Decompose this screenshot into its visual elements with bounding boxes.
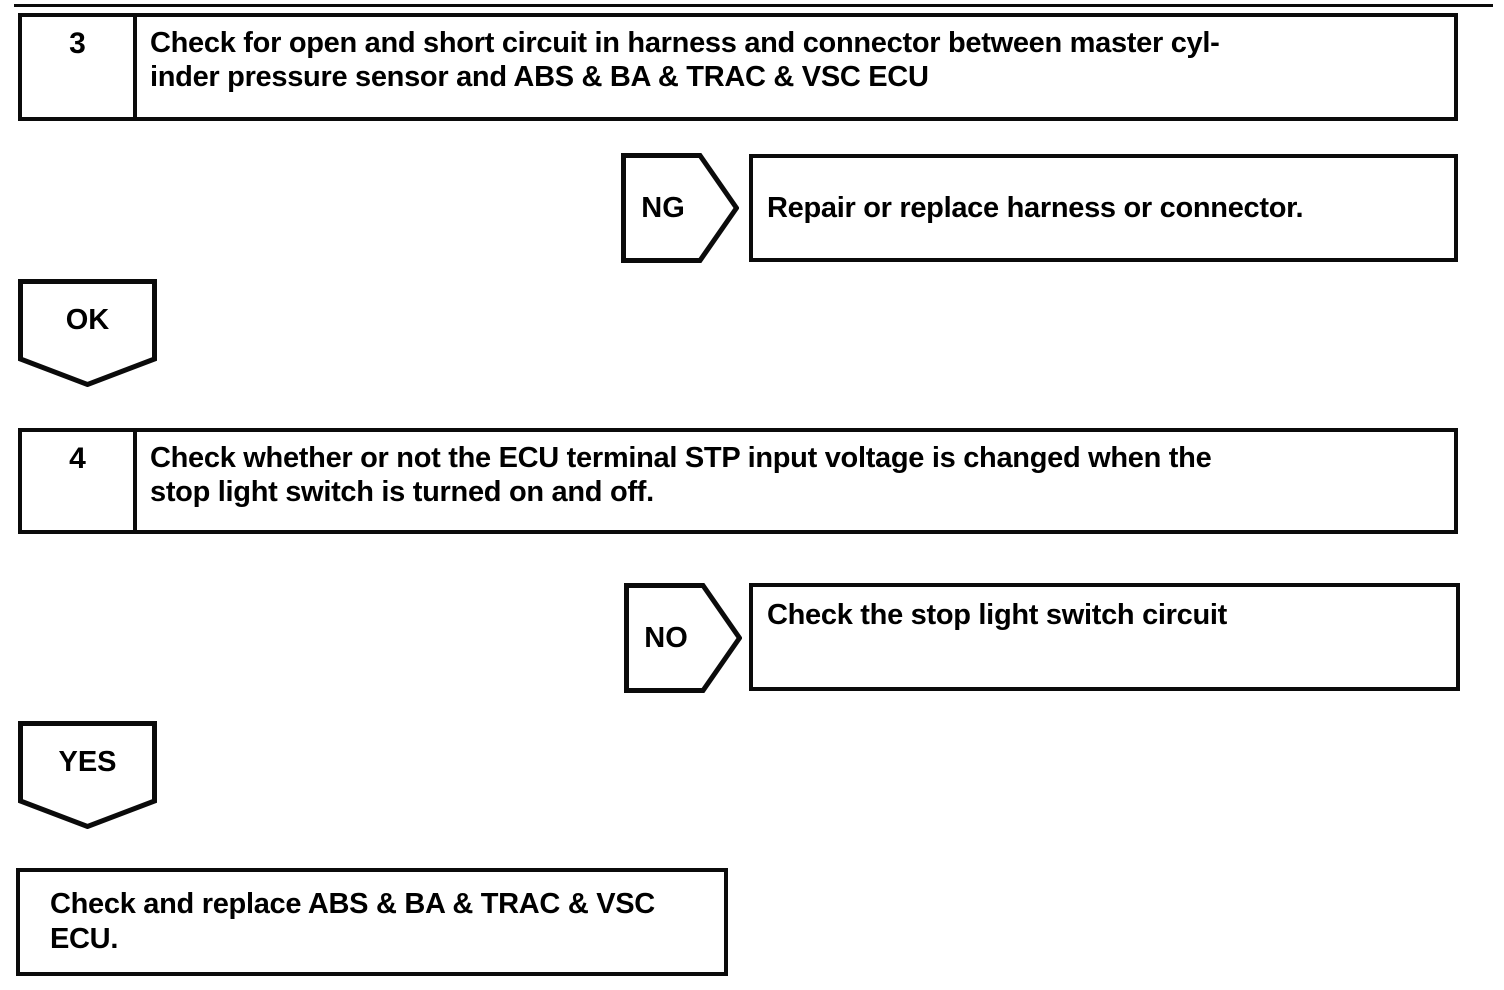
yes-connector-label: YES [58, 745, 117, 778]
no-connector-label: NO [644, 621, 688, 654]
step-3-instruction: Check for open and short circuit in harn… [137, 17, 1454, 117]
right-arrow-pentagon-shape [621, 153, 739, 263]
yes-connector: YES [18, 721, 157, 829]
final-action-box: Check and replace ABS & BA & TRAC & VSC … [16, 868, 728, 976]
step-4-box: 4 Check whether or not the ECU terminal … [18, 428, 1458, 534]
no-action-box: Check the stop light switch circuit [749, 583, 1460, 691]
ng-action-box: Repair or replace harness or connector. [749, 154, 1458, 262]
ng-action-text: Repair or replace harness or connector. [767, 191, 1304, 224]
step-4-instruction-line-1: Check whether or not the ECU terminal ST… [150, 442, 1212, 474]
down-arrow-pentagon-shape [18, 279, 157, 387]
step-4-number: 4 [22, 432, 137, 530]
ng-connector-label: NG [641, 191, 685, 224]
step-4-instruction-line-2: stop light switch is turned on and off. [150, 476, 654, 508]
ok-connector-label: OK [65, 303, 110, 336]
step-3-instruction-line-2: inder pressure sensor and ABS & BA & TRA… [150, 61, 929, 93]
step-3-instruction-line-1: Check for open and short circuit in harn… [150, 27, 1220, 59]
no-action-text: Check the stop light switch circuit [767, 599, 1228, 631]
scan-artifact-line [14, 4, 1493, 7]
final-action-line-1: Check and replace ABS & BA & TRAC & VSC [50, 888, 655, 920]
right-arrow-pentagon-shape [624, 583, 742, 693]
ng-connector: NG [621, 153, 739, 263]
no-connector: NO [624, 583, 742, 693]
step-3-box: 3 Check for open and short circuit in ha… [18, 13, 1458, 121]
final-action-line-2: ECU. [50, 923, 119, 955]
ok-connector: OK [18, 279, 157, 387]
step-3-number: 3 [22, 17, 137, 117]
down-arrow-pentagon-shape [18, 721, 157, 829]
step-4-instruction: Check whether or not the ECU terminal ST… [137, 432, 1454, 530]
